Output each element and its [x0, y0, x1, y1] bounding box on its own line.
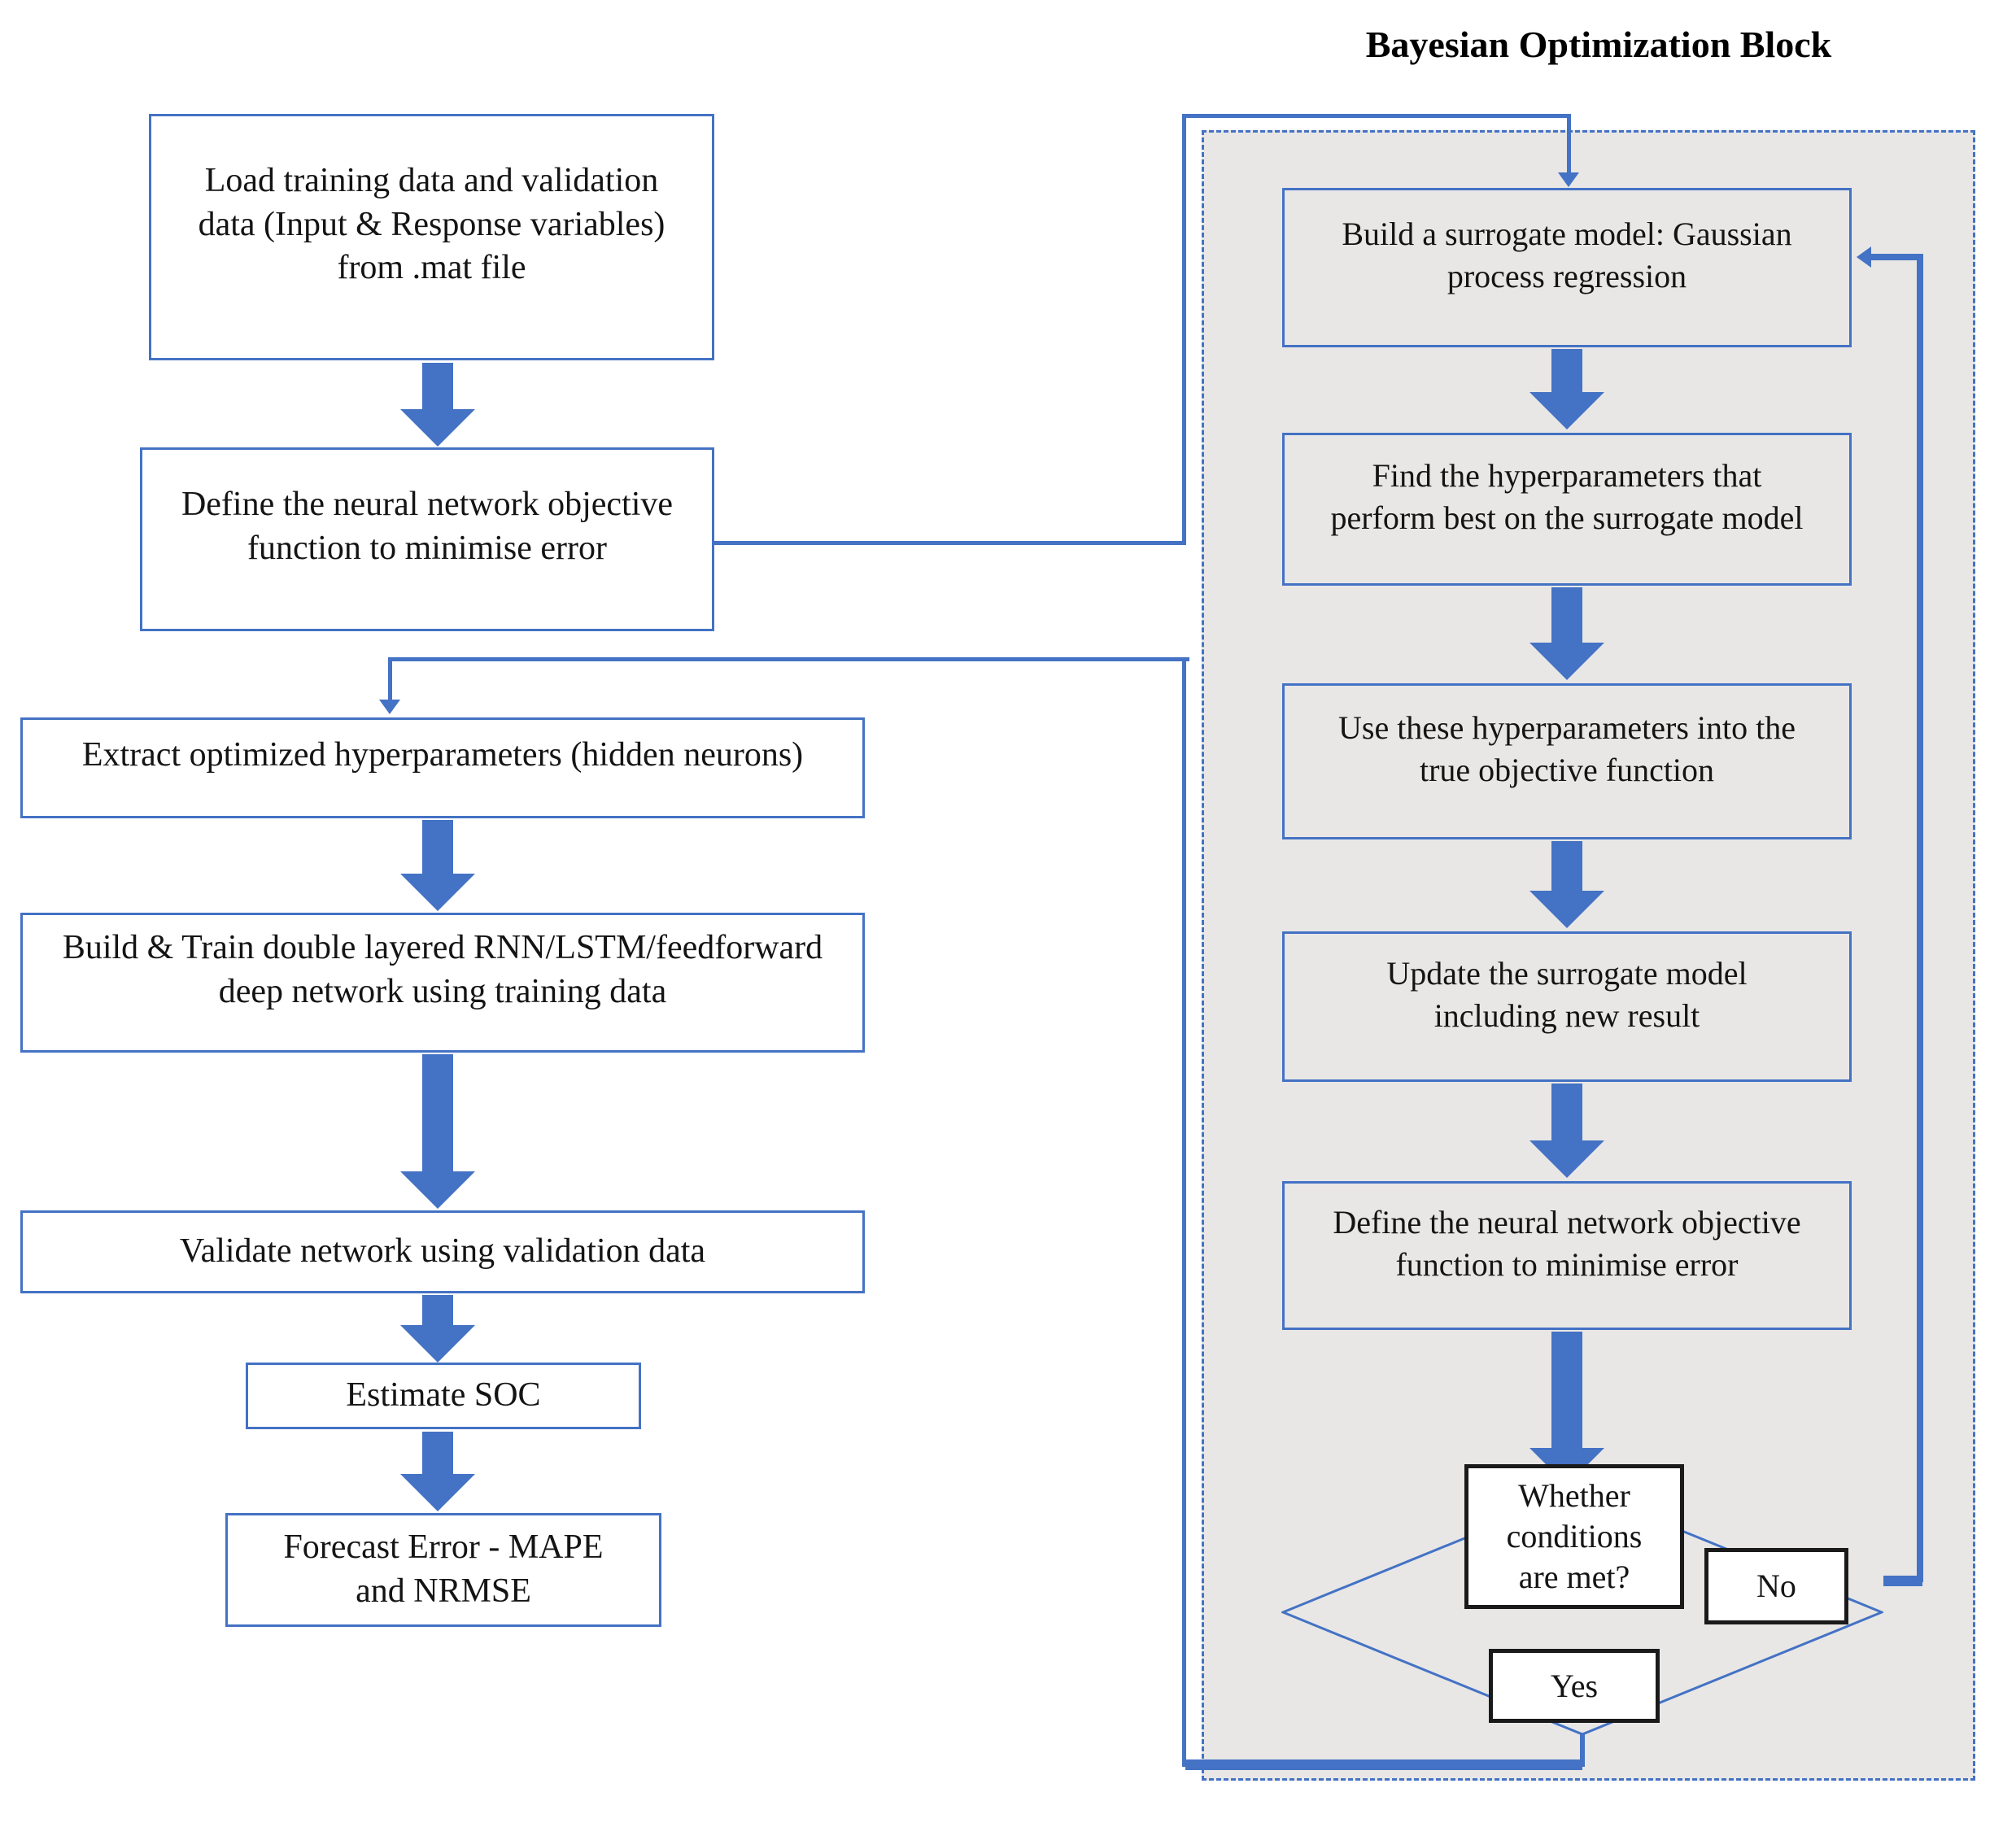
- step-text-line: Build & Train double layered RNN/LSTM/fe…: [62, 929, 823, 967]
- step-text-line: true objective function: [1419, 752, 1715, 788]
- step-text-line: process regression: [1447, 258, 1687, 294]
- flow-step-estimate-soc: Estimate SOC: [246, 1363, 641, 1429]
- connector-line: [388, 657, 1189, 661]
- step-text-line: from .mat file: [337, 249, 526, 287]
- arrow-head: [400, 1325, 475, 1363]
- connector-line: [388, 657, 392, 701]
- connector-line: [1182, 661, 1186, 1767]
- step-text-line: Build a surrogate model: Gaussian: [1342, 216, 1792, 252]
- arrow-stem: [1551, 349, 1582, 392]
- connector-line: [1182, 114, 1571, 118]
- flow-step-define-objective: Define the neural network objective func…: [140, 447, 714, 631]
- step-text-line: Extract optimized hyperparameters (hidde…: [81, 736, 804, 774]
- step-text-line: Load training data and validation: [204, 161, 659, 199]
- decision-text-line: Whether: [1518, 1477, 1630, 1514]
- decision-no-box: No: [1704, 1548, 1848, 1624]
- step-text-line: function to minimise error: [1395, 1245, 1739, 1283]
- arrow-head: [1529, 1140, 1604, 1178]
- arrow-head: [1529, 392, 1604, 429]
- arrow-stem: [1551, 1332, 1582, 1448]
- connector-line: [1185, 1759, 1582, 1770]
- step-text-line: Define the neural network objective: [1333, 1203, 1801, 1241]
- step-text-line: Validate network using validation data: [179, 1232, 706, 1271]
- step-text-line: perform best on the surrogate model: [1330, 499, 1804, 536]
- step-text-line: Define the neural network objective: [181, 486, 674, 524]
- arrow-head: [1529, 643, 1604, 680]
- arrow-stem: [1551, 1084, 1582, 1140]
- flow-step-validate-network: Validate network using validation data: [20, 1210, 865, 1293]
- step-text-line: Find the hyperparameters that: [1372, 457, 1762, 494]
- arrow-stem: [1551, 841, 1582, 891]
- decision-text-line: conditions: [1506, 1518, 1643, 1554]
- connector-line: [1567, 114, 1571, 174]
- arrow-head: [400, 1171, 475, 1209]
- decision-no-label: No: [1756, 1568, 1796, 1604]
- arrow-stem: [422, 820, 453, 874]
- bo-step-define-objective: Define the neural network objective func…: [1282, 1181, 1852, 1330]
- connector-line: [714, 541, 1186, 545]
- arrowhead-icon: [1558, 172, 1579, 187]
- connector-line: [1580, 1733, 1585, 1767]
- flow-step-extract-hyperparameters: Extract optimized hyperparameters (hidde…: [20, 717, 865, 818]
- arrowhead-icon: [1857, 246, 1871, 268]
- decision-yes-box: Yes: [1489, 1649, 1660, 1723]
- step-text-line: Forecast Error - MAPE: [283, 1528, 604, 1567]
- arrow-head: [400, 874, 475, 911]
- step-text-line: and NRMSE: [356, 1572, 531, 1610]
- decision-question-box: Whether conditions are met?: [1464, 1464, 1684, 1609]
- arrow-head: [400, 1474, 475, 1511]
- bayesian-block-title: Bayesian Optimization Block: [1365, 24, 1832, 65]
- decision-yes-label: Yes: [1550, 1667, 1599, 1704]
- bo-step-update-surrogate: Update the surrogate model including new…: [1282, 931, 1852, 1082]
- step-text-line: Estimate SOC: [346, 1376, 541, 1415]
- flow-step-build-train-network: Build & Train double layered RNN/LSTM/fe…: [20, 913, 865, 1053]
- step-text-line: Use these hyperparameters into the: [1337, 709, 1796, 746]
- connector-line: [1917, 254, 1923, 1582]
- connector-line: [1182, 114, 1186, 545]
- step-text-line: data (Input & Response variables): [198, 205, 665, 243]
- arrow-stem: [422, 363, 453, 409]
- flow-step-forecast-error: Forecast Error - MAPE and NRMSE: [225, 1513, 661, 1627]
- connector-line: [1871, 254, 1920, 260]
- arrow-stem: [422, 1054, 453, 1171]
- arrow-stem: [1551, 587, 1582, 643]
- bo-step-use-hyperparameters: Use these hyperparameters into the true …: [1282, 683, 1852, 839]
- step-text-line: including new result: [1433, 996, 1700, 1034]
- arrowhead-icon: [379, 700, 400, 714]
- bo-step-build-surrogate: Build a surrogate model: Gaussian proces…: [1282, 188, 1852, 347]
- arrow-stem: [422, 1432, 453, 1474]
- decision-text-line: are met?: [1518, 1559, 1630, 1595]
- flow-step-load-data: Load training data and validation data (…: [149, 114, 714, 360]
- step-text-line: Update the surrogate model: [1386, 954, 1748, 992]
- arrow-head: [400, 409, 475, 447]
- step-text-line: function to minimise error: [247, 530, 608, 567]
- arrow-head: [1529, 891, 1604, 928]
- step-text-line: deep network using training data: [218, 973, 667, 1010]
- connector-line: [1883, 1576, 1922, 1586]
- bo-step-find-hyperparameters: Find the hyperparameters that perform be…: [1282, 433, 1852, 586]
- arrow-stem: [422, 1295, 453, 1325]
